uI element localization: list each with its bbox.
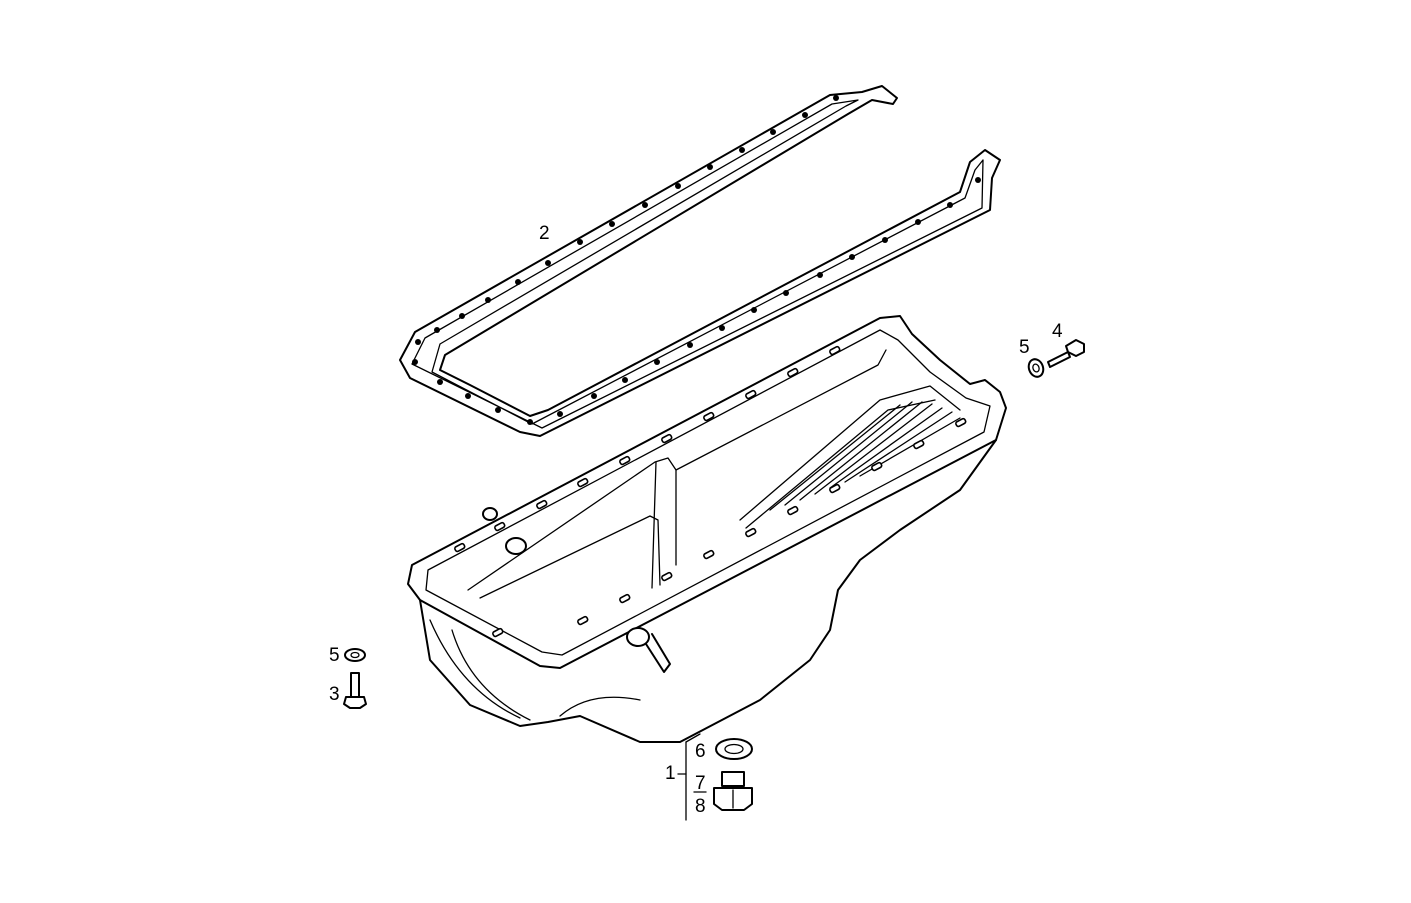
callout-2: 2 [539, 223, 550, 244]
callout-5-right: 5 [1019, 337, 1030, 358]
washer-icon [1027, 358, 1045, 378]
item-1-bracket [677, 733, 707, 821]
callout-1: 1 [665, 763, 676, 784]
sealing-ring-icon [715, 738, 753, 760]
callout-4: 4 [1052, 321, 1063, 342]
pan-rear-boss [482, 507, 498, 521]
hex-bolt-icon [1047, 339, 1085, 368]
callout-8: 8 [695, 796, 706, 817]
dipstick-tube-icon [626, 627, 671, 673]
pan-side-boss [505, 537, 527, 555]
gasket-bolt-holes [412, 95, 981, 425]
drain-plug-icon [713, 771, 753, 811]
callout-5-left: 5 [329, 645, 340, 666]
callout-6: 6 [695, 741, 706, 762]
washer-icon [344, 648, 366, 662]
hex-bolt-icon [343, 672, 367, 709]
sump-gasket-icon [399, 85, 1001, 437]
oil-sump-pan-icon [407, 315, 1007, 743]
callout-7: 7 [695, 773, 706, 794]
baffle-ribbing [769, 401, 961, 511]
pan-flange-slots [454, 345, 967, 638]
callout-3: 3 [329, 684, 340, 705]
